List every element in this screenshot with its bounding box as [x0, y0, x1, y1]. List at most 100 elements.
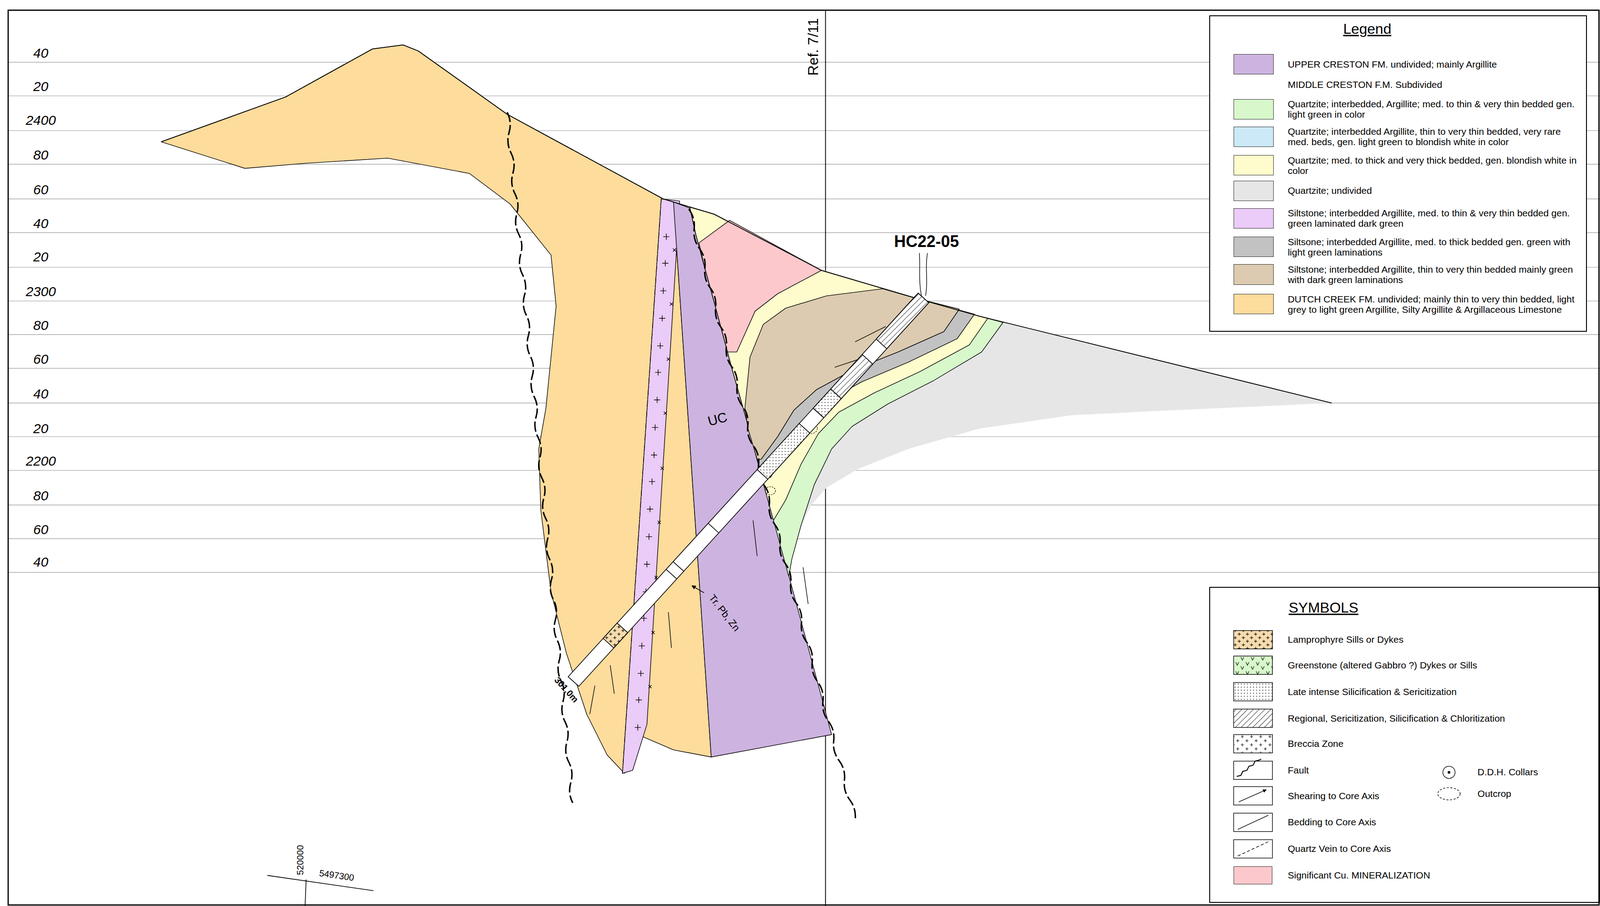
- bedding-tick: [803, 567, 809, 604]
- legend-ground: [1209, 15, 1587, 332]
- interval-tick: [813, 408, 824, 418]
- silicification-interval: [757, 423, 810, 480]
- elevation-label: 40: [33, 216, 49, 231]
- lamprophyre-interval: [603, 622, 628, 648]
- quartzite-thin-band: [689, 206, 988, 521]
- interval-tick: [708, 523, 719, 533]
- siltstone-dyke-band: [622, 198, 680, 773]
- fault-sample-line: [1236, 758, 1262, 777]
- interval-tick: [673, 561, 685, 572]
- legend-text: MIDDLE CRESTON F.M. Subdivided: [1287, 79, 1582, 90]
- legend-text: Greenstone (altered Gabbro ?) Dykes or S…: [1287, 659, 1477, 671]
- bedding-tick: [610, 665, 615, 694]
- fault-line: [688, 209, 856, 820]
- legend-text: Quartz Vein to Core Axis: [1287, 843, 1391, 855]
- fault-sample: [1233, 761, 1273, 780]
- legend-text: Quartzite; interbedded, Argillite; med. …: [1287, 98, 1582, 120]
- symbols-ground: [1209, 586, 1600, 904]
- quartz-vein-sample-line: [1237, 841, 1269, 856]
- easting-coordinate: 520000: [295, 845, 305, 876]
- legend-text: Lamprophyre Sills or Dykes: [1287, 634, 1404, 645]
- legend-text: Significant Cu. MINERALIZATION: [1287, 870, 1431, 881]
- silicification-sample: [1233, 682, 1273, 701]
- silicification-interval: [813, 388, 842, 418]
- dutch-creek-unit: [161, 45, 712, 774]
- legend-text: Siltstone; interbedded Argillite, med. t…: [1287, 207, 1582, 229]
- elevation-label: 60: [33, 522, 49, 537]
- legend-swatch: [1233, 54, 1274, 75]
- bedding-tick: [668, 612, 672, 648]
- legend-text: Quartzite; med. to thick and very thick …: [1287, 155, 1582, 176]
- legend-text: Regional, Sericitization, Silicification…: [1287, 713, 1505, 724]
- legend-text: D.D.H. Collars: [1477, 767, 1538, 778]
- bedding-sample: [1233, 813, 1273, 832]
- elevation-label: 40: [33, 387, 49, 401]
- legend-swatch: [1233, 866, 1273, 885]
- siltstone-tan-unit: [745, 288, 960, 460]
- quartz-vein-sample: [1233, 839, 1273, 859]
- box-title: SYMBOLS: [1288, 599, 1359, 616]
- gridline: [8, 538, 1600, 540]
- outcrop-mark: [765, 486, 776, 495]
- legend-text: Fault: [1287, 764, 1309, 776]
- bedding-tick: [753, 520, 758, 556]
- elevation-label: 2200: [25, 454, 56, 468]
- bedding-tick: [589, 685, 595, 714]
- alteration-interval: [830, 354, 873, 399]
- elevation-label: 60: [33, 352, 49, 366]
- legend-swatch: [1233, 180, 1274, 202]
- lamprophyre-sample: [1233, 630, 1273, 650]
- quartz-vein-line: [622, 198, 662, 773]
- legend-text: UPPER CRESTON FM. undivided; mainly Argi…: [1287, 59, 1582, 70]
- elevation-label: 2400: [25, 113, 56, 128]
- legend-text: Breccia Zone: [1287, 738, 1344, 750]
- breccia-marks: [634, 233, 670, 731]
- legend-swatch: [1233, 264, 1274, 285]
- elevation-label: 20: [33, 250, 49, 264]
- northing-coordinate: 5497300: [318, 868, 355, 883]
- drill-hole-tube: [568, 292, 929, 686]
- quartzite-thick-unit: [689, 206, 960, 459]
- breccia-marks: [648, 248, 677, 689]
- siltstone-grey-band: [689, 206, 975, 478]
- elevation-label: 80: [33, 489, 49, 503]
- legend-swatch: [1233, 99, 1274, 120]
- interval-tick: [666, 569, 677, 579]
- box-title: Legend: [1343, 21, 1392, 38]
- regional-alteration-sample: [1233, 708, 1273, 728]
- legend-text: DUTCH CREEK FM. undivided; mainly thin t…: [1287, 293, 1582, 315]
- breccia-sample: [1233, 734, 1273, 754]
- topography-line: [161, 45, 1332, 403]
- elevation-label: 2300: [25, 284, 56, 299]
- elevation-label: 20: [33, 421, 49, 436]
- legend-text: Quartzite; interbedded Argillite, thin t…: [1287, 126, 1582, 147]
- coordinate-cross: [267, 875, 374, 906]
- shearing-sample-line: [1238, 789, 1267, 802]
- elevation-label: 20: [33, 79, 49, 94]
- collar-leader: [919, 252, 928, 296]
- legend-text: Bedding to Core Axis: [1287, 817, 1376, 828]
- drill-hole: [568, 292, 929, 686]
- symbols-box: SYMBOLS: [1209, 586, 1600, 904]
- legend-text: Siltsone; interbedded Argillite, med. to…: [1287, 236, 1582, 258]
- frame: [8, 10, 1600, 906]
- elevation-label: 40: [33, 555, 49, 569]
- elevation-label: 80: [33, 148, 49, 162]
- elevation-label: 60: [33, 182, 49, 197]
- geology-units: [161, 45, 1332, 774]
- cu-mineralization-zone: [699, 220, 822, 352]
- legend-text: Late intense Silicification & Sericitiza…: [1287, 686, 1457, 697]
- fault-line: [507, 112, 573, 803]
- assay-pointer: [691, 585, 704, 593]
- elevation-label: 40: [33, 46, 49, 60]
- section-reference: Ref. 7/11: [805, 18, 821, 76]
- legend-swatch: [1233, 208, 1274, 229]
- legend-swatch: [1233, 155, 1274, 176]
- legend-text: Outcrop: [1477, 788, 1512, 799]
- legend-swatch: [1233, 293, 1274, 315]
- bedding-ticks: [589, 326, 887, 714]
- legend-swatch: [1233, 126, 1274, 147]
- legend-text: Shearing to Core Axis: [1287, 790, 1380, 801]
- bedding-sample-line: [1237, 815, 1269, 830]
- drill-hole-id: HC22-05: [894, 233, 960, 250]
